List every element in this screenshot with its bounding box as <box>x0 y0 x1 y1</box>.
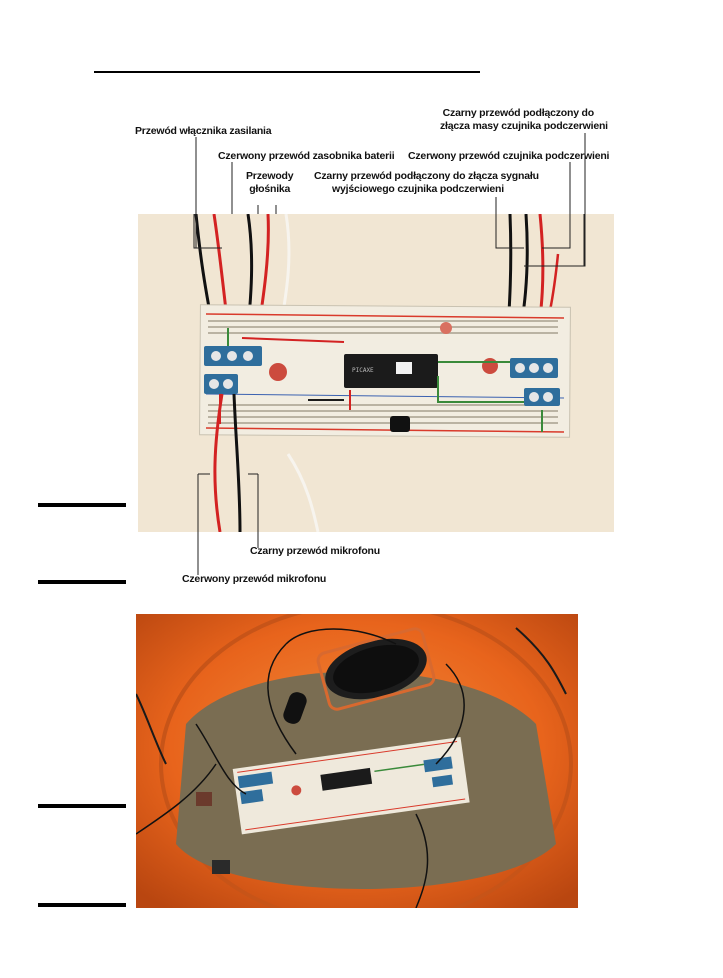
margin-rule <box>38 503 126 507</box>
margin-rule <box>38 580 126 584</box>
callout-mic-black: Czarny przewód mikrofonu <box>250 545 380 557</box>
bucket-illustration <box>136 614 578 908</box>
callout-battery-red: Czerwony przewód zasobnika baterii <box>218 150 395 162</box>
margin-rule <box>38 903 126 907</box>
top-rule <box>94 71 480 73</box>
breadboard-illustration: PICAXE <box>138 214 614 532</box>
callout-ir-ground-black: Czarny przewód podłączony do złącza masy… <box>440 107 608 132</box>
callout-speaker: Przewody głośnika <box>246 170 294 195</box>
margin-rule <box>38 804 126 808</box>
svg-text:PICAXE: PICAXE <box>352 367 374 374</box>
callout-mic-red: Czerwony przewód mikrofonu <box>182 573 327 585</box>
callout-ir-red: Czerwony przewód czujnika podczerwieni <box>408 150 610 162</box>
bucket-photo <box>136 614 578 908</box>
breadboard-photo: PICAXE <box>138 214 614 532</box>
callout-power-switch: Przewód włącznika zasilania <box>135 125 272 137</box>
